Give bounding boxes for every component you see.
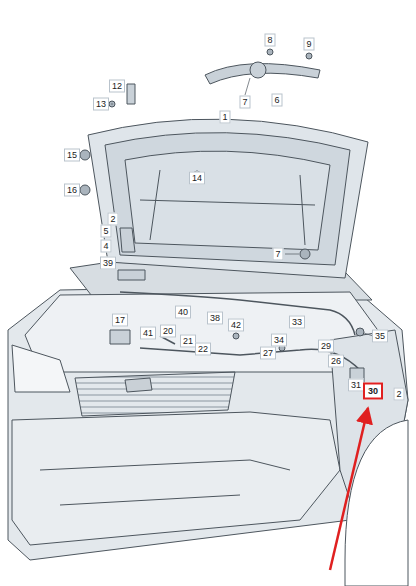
callout-number: 20: [160, 325, 176, 338]
callout-number: 22: [195, 343, 211, 356]
callout-number: 13: [93, 98, 109, 111]
callout-number: 4: [100, 240, 111, 253]
callout-number: 31: [348, 379, 364, 392]
callout-number: 15: [64, 149, 80, 162]
callout-number: 5: [100, 225, 111, 238]
callout-number: 1: [219, 111, 230, 124]
callout-number: 17: [112, 314, 128, 327]
callout-number: 21: [180, 335, 196, 348]
callout-number: 34: [271, 334, 287, 347]
callout-number: 9: [303, 38, 314, 51]
callout-number: 38: [207, 312, 223, 325]
callout-number: 2: [393, 388, 404, 401]
callout-number: 16: [64, 184, 80, 197]
callout-number: 29: [318, 340, 334, 353]
callout-number: 26: [328, 355, 344, 368]
callout-number: 7: [272, 248, 283, 261]
callout-number: 30: [363, 383, 383, 400]
callout-number: 39: [100, 257, 116, 270]
callout-number: 27: [260, 347, 276, 360]
callout-number: 8: [264, 34, 275, 47]
callout-number: 7: [239, 96, 250, 109]
callout-number: 33: [289, 316, 305, 329]
callout-number: 41: [140, 327, 156, 340]
callout-number: 6: [271, 94, 282, 107]
callout-number: 40: [175, 306, 191, 319]
callout-number: 35: [372, 330, 388, 343]
callout-number: 12: [109, 80, 125, 93]
callout-number: 42: [228, 319, 244, 332]
callout-number: 14: [189, 172, 205, 185]
